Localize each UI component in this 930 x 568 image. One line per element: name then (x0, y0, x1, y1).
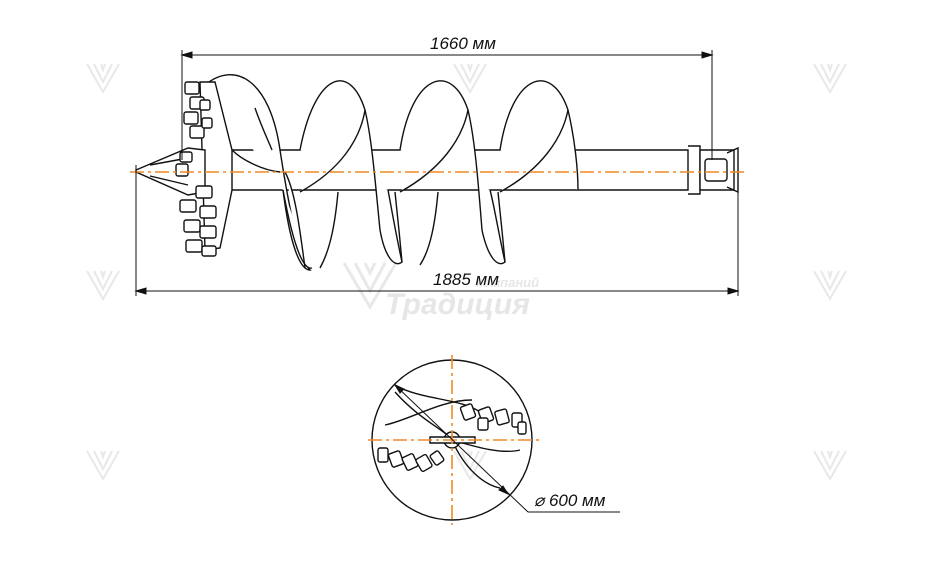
front-teeth-upper (459, 403, 527, 435)
pilot-bit (135, 147, 206, 196)
watermark-logo-icon (453, 450, 487, 482)
watermark-logo-icon (453, 63, 487, 95)
cutting-teeth-top (179, 81, 213, 163)
dimension-auger-length (180, 50, 714, 160)
coupling-pin-hole (704, 158, 728, 182)
watermark-logo-icon (813, 270, 847, 302)
shaft-coupling (688, 145, 701, 195)
watermark-caption: компаний (476, 275, 539, 290)
dimension-total-length (134, 165, 740, 296)
watermark-logo-icon (86, 270, 120, 302)
watermark-logo-icon (86, 63, 120, 95)
diameter-leader (393, 383, 620, 513)
front-teeth-lower (377, 447, 445, 473)
watermark-logo-icon (86, 450, 120, 482)
watermark-brand: Традиция (385, 288, 530, 321)
auger-side-view (135, 74, 739, 271)
watermark-logos (86, 63, 847, 482)
watermark-logo-icon (813, 63, 847, 95)
dimension-label-1885: 1885 мм (433, 270, 499, 289)
cutting-teeth-bottom (179, 185, 217, 257)
watermark-logo-icon (813, 450, 847, 482)
dimension-label-1660: 1660 мм (430, 34, 496, 53)
dimension-label-diameter: ⌀ 600 мм (534, 491, 606, 510)
